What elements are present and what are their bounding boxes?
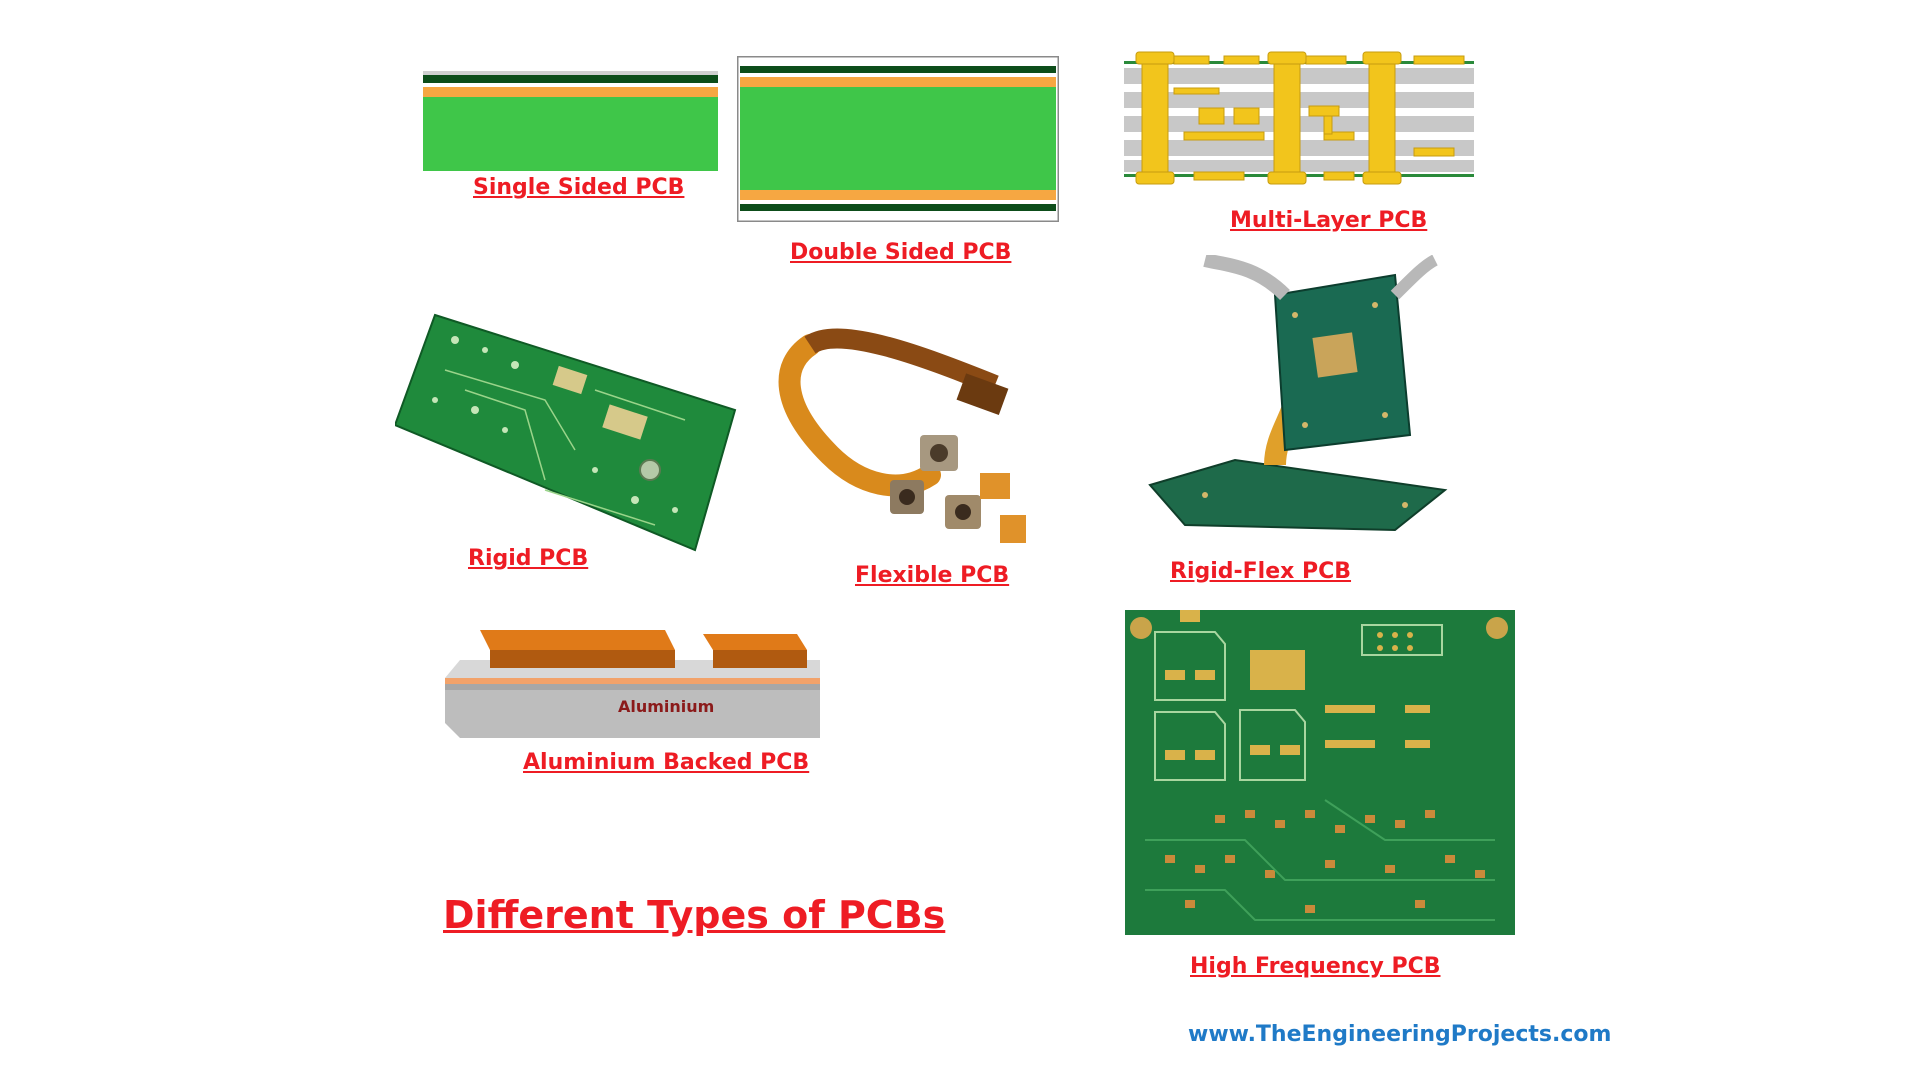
single-sided-pcb-label: Single Sided PCB [473, 175, 685, 200]
rigid-flex-pcb-label: Rigid-Flex PCB [1170, 559, 1352, 584]
page-title: Different Types of PCBs [443, 893, 946, 937]
rigid-pcb-label: Rigid PCB [468, 546, 589, 571]
aluminium-backed-pcb-label: Aluminium Backed PCB [523, 750, 810, 775]
aluminium-backed-pcb-diagram [445, 630, 820, 738]
rigid-pcb-photo [395, 313, 737, 552]
aluminium-layer-label: Aluminium [618, 697, 715, 716]
single-sided-pcb-diagram [423, 71, 718, 171]
high-frequency-pcb-label: High Frequency PCB [1190, 954, 1441, 979]
rigid-flex-pcb-photo [1148, 255, 1448, 532]
multi-layer-pcb-diagram [1124, 51, 1474, 185]
flexible-pcb-photo [778, 328, 1026, 543]
website-link[interactable]: www.TheEngineeringProjects.com [1188, 1022, 1612, 1047]
flexible-pcb-label: Flexible PCB [855, 563, 1010, 588]
high-frequency-pcb-photo [1125, 610, 1515, 935]
double-sided-pcb-label: Double Sided PCB [790, 240, 1012, 265]
double-sided-pcb-diagram [737, 56, 1059, 222]
multi-layer-pcb-label: Multi-Layer PCB [1230, 208, 1428, 233]
